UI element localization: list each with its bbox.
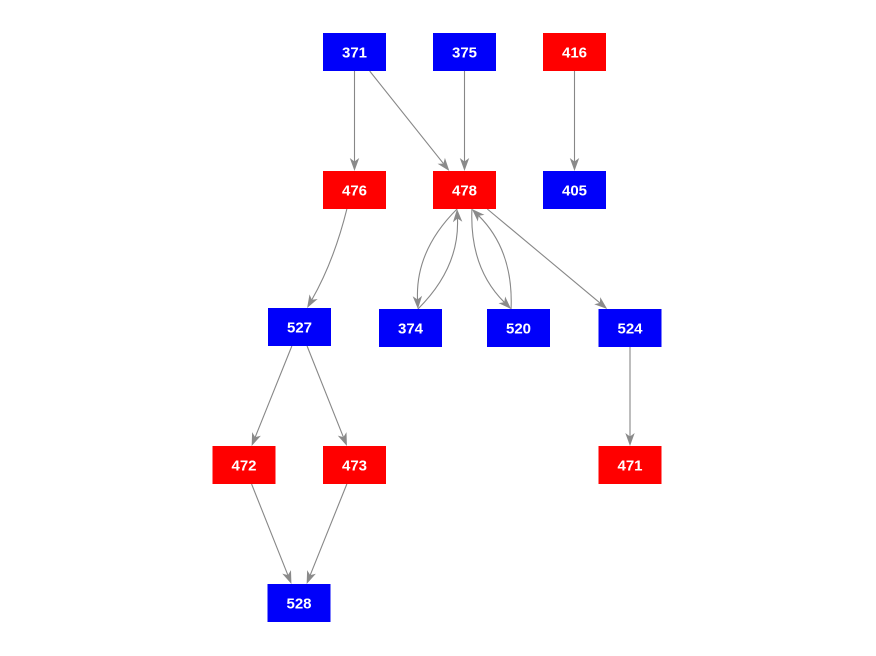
edge-472-528 xyxy=(251,483,289,576)
node-528: 528 xyxy=(267,584,331,622)
arrowhead-416-405 xyxy=(569,158,580,171)
edge-371-478 xyxy=(369,70,444,164)
arrowhead-374-478 xyxy=(452,209,463,223)
arrowhead-527-472 xyxy=(251,432,261,446)
node-box-374 xyxy=(379,309,442,347)
node-label-478: 478 xyxy=(452,183,477,200)
arrowhead-472-528 xyxy=(282,570,292,584)
arrowhead-520-478 xyxy=(471,209,485,222)
node-label-471: 471 xyxy=(617,458,642,475)
node-box-520 xyxy=(487,309,550,347)
node-label-405: 405 xyxy=(562,183,587,200)
node-label-472: 472 xyxy=(231,458,256,475)
node-520: 520 xyxy=(487,309,550,347)
edge-374-478 xyxy=(417,218,459,310)
edge-478-374 xyxy=(416,208,458,300)
node-label-524: 524 xyxy=(617,321,643,338)
node-375: 375 xyxy=(433,33,496,71)
arrowhead-375-478 xyxy=(459,158,470,171)
node-label-416: 416 xyxy=(562,45,587,62)
node-472: 472 xyxy=(212,446,276,484)
edge-527-472 xyxy=(254,345,293,438)
node-524: 524 xyxy=(598,309,662,347)
node-label-375: 375 xyxy=(452,45,477,62)
node-box-527 xyxy=(268,308,331,346)
node-label-371: 371 xyxy=(342,45,367,62)
node-label-476: 476 xyxy=(342,183,367,200)
arrowhead-524-471 xyxy=(625,433,635,446)
node-476: 476 xyxy=(323,171,386,209)
edge-478-524 xyxy=(486,208,601,304)
node-label-528: 528 xyxy=(286,596,311,613)
node-box-375 xyxy=(433,33,496,71)
arrowhead-371-478 xyxy=(437,157,450,171)
node-box-473 xyxy=(323,446,386,484)
node-471: 471 xyxy=(598,446,662,484)
arrowhead-371-476 xyxy=(349,158,360,171)
node-371: 371 xyxy=(323,33,386,71)
node-box-416 xyxy=(543,33,606,71)
arrowhead-478-524 xyxy=(594,297,608,309)
node-box-528 xyxy=(267,584,331,622)
edge-476-527 xyxy=(311,208,348,301)
node-473: 473 xyxy=(323,446,386,484)
node-label-374: 374 xyxy=(398,321,424,338)
arrowhead-473-528 xyxy=(306,570,316,584)
node-box-472 xyxy=(212,446,276,484)
node-box-478 xyxy=(433,171,496,209)
node-label-527: 527 xyxy=(287,320,312,337)
node-478: 478 xyxy=(433,171,496,209)
arrowhead-478-520 xyxy=(498,296,512,309)
node-box-524 xyxy=(598,309,662,347)
edge-520-478 xyxy=(478,215,512,310)
node-box-371 xyxy=(323,33,386,71)
edge-478-520 xyxy=(471,208,505,303)
arrowhead-527-473 xyxy=(337,432,347,446)
arrowhead-478-374 xyxy=(412,295,423,309)
node-box-471 xyxy=(598,446,662,484)
node-374: 374 xyxy=(379,309,442,347)
edge-527-473 xyxy=(306,345,344,438)
node-box-476 xyxy=(323,171,386,209)
node-label-473: 473 xyxy=(342,458,367,475)
edge-473-528 xyxy=(309,483,348,576)
node-label-520: 520 xyxy=(506,321,531,338)
node-405: 405 xyxy=(543,171,606,209)
arrowhead-476-527 xyxy=(307,294,318,308)
node-box-405 xyxy=(543,171,606,209)
node-527: 527 xyxy=(268,308,331,346)
node-416: 416 xyxy=(543,33,606,71)
